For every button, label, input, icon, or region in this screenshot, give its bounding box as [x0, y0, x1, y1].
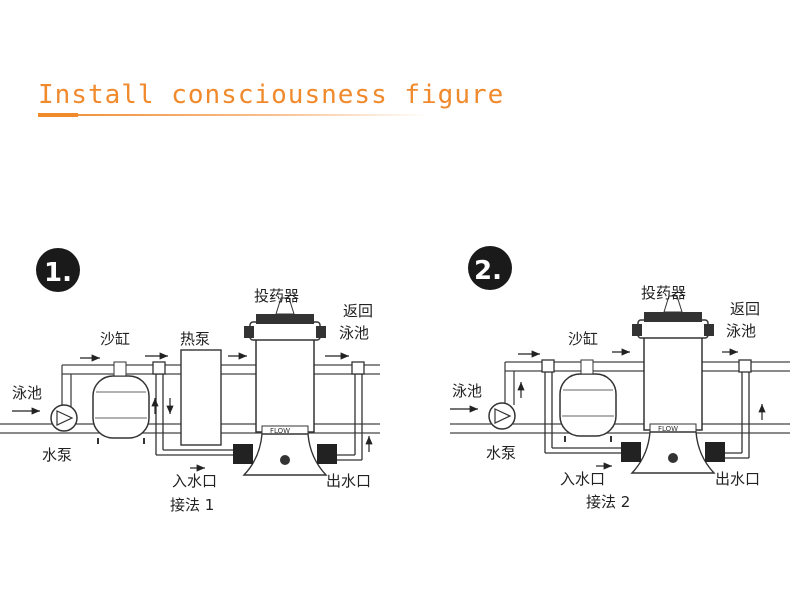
step-badge-2: 2. [468, 246, 512, 290]
label-method-1: 接法 1 [170, 496, 214, 514]
step-badge-1: 1. [36, 248, 80, 292]
diagram-1: 1. [0, 248, 380, 514]
step-number-1: 1. [44, 258, 72, 288]
title-underline [38, 114, 430, 116]
label-outlet-1: 出水口 [326, 472, 371, 490]
label-dispenser-1: 投药器 [254, 287, 299, 305]
label-water-pump-2: 水泵 [486, 444, 516, 462]
label-return-pool-1b: 泳池 [339, 324, 369, 342]
heat-pump-1 [180, 349, 222, 446]
label-inlet-1: 入水口 [172, 472, 217, 490]
label-sand-tank-2: 沙缸 [568, 330, 598, 348]
label-outlet-2: 出水口 [715, 470, 760, 488]
label-sand-tank-1: 沙缸 [100, 330, 130, 348]
title-underline-accent [38, 113, 78, 117]
chemical-dispenser-2: FLOW [621, 295, 725, 474]
label-dispenser-2: 投药器 [641, 284, 686, 302]
label-pool-2: 泳池 [452, 382, 482, 400]
flow-arrows-1 [12, 352, 373, 472]
label-water-pump-1: 水泵 [42, 446, 72, 464]
flow-label-2: FLOW [658, 425, 678, 433]
label-return-pool-1a: 返回 [343, 302, 373, 320]
label-inlet-2: 入水口 [560, 470, 605, 488]
label-return-pool-2a: 返回 [730, 300, 760, 318]
water-pump-1 [50, 404, 78, 432]
label-heat-pump-1: 热泵 [180, 330, 210, 348]
water-pump-2 [488, 402, 516, 430]
label-method-2: 接法 2 [586, 493, 630, 511]
label-pool-1: 泳池 [12, 384, 42, 402]
label-return-pool-2b: 泳池 [726, 322, 756, 340]
chemical-dispenser-1: FLOW [233, 297, 337, 476]
sand-tank-1 [92, 361, 150, 444]
page-title: Install consciousness figure [38, 80, 505, 110]
sand-tank-2 [559, 359, 617, 442]
flow-label-1: FLOW [270, 427, 290, 435]
diagram-2: 2. [450, 246, 790, 511]
step-number-2: 2. [474, 256, 502, 286]
flow-arrows-2 [450, 348, 766, 470]
